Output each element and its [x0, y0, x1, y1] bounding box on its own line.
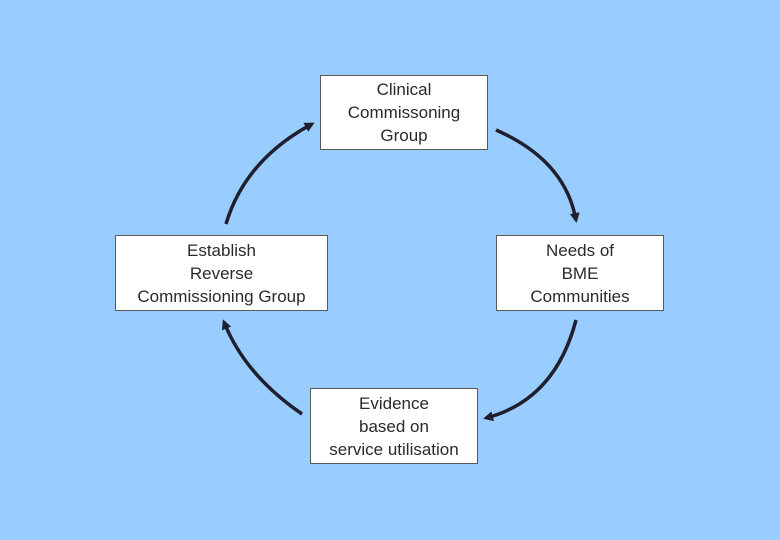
node-label: Needs of BME Communities: [530, 240, 630, 306]
arrow-top-to-right: [495, 128, 580, 223]
arrow-left-to-top: [224, 122, 315, 225]
node-label: Evidence based on service utilisation: [329, 393, 459, 459]
arrow-bottom-to-left: [221, 319, 303, 416]
node-reverse-commissioning-group: Establish Reverse Commissioning Group: [115, 235, 328, 311]
node-clinical-commissioning-group: Clinical Commissoning Group: [320, 75, 488, 150]
node-label: Clinical Commissoning Group: [347, 80, 461, 145]
arrow-right-to-bottom: [483, 319, 578, 422]
node-label: Establish Reverse Commissioning Group: [137, 240, 306, 306]
node-evidence-service-utilisation: Evidence based on service utilisation: [310, 388, 478, 464]
node-needs-of-bme-communities: Needs of BME Communities: [496, 235, 664, 311]
